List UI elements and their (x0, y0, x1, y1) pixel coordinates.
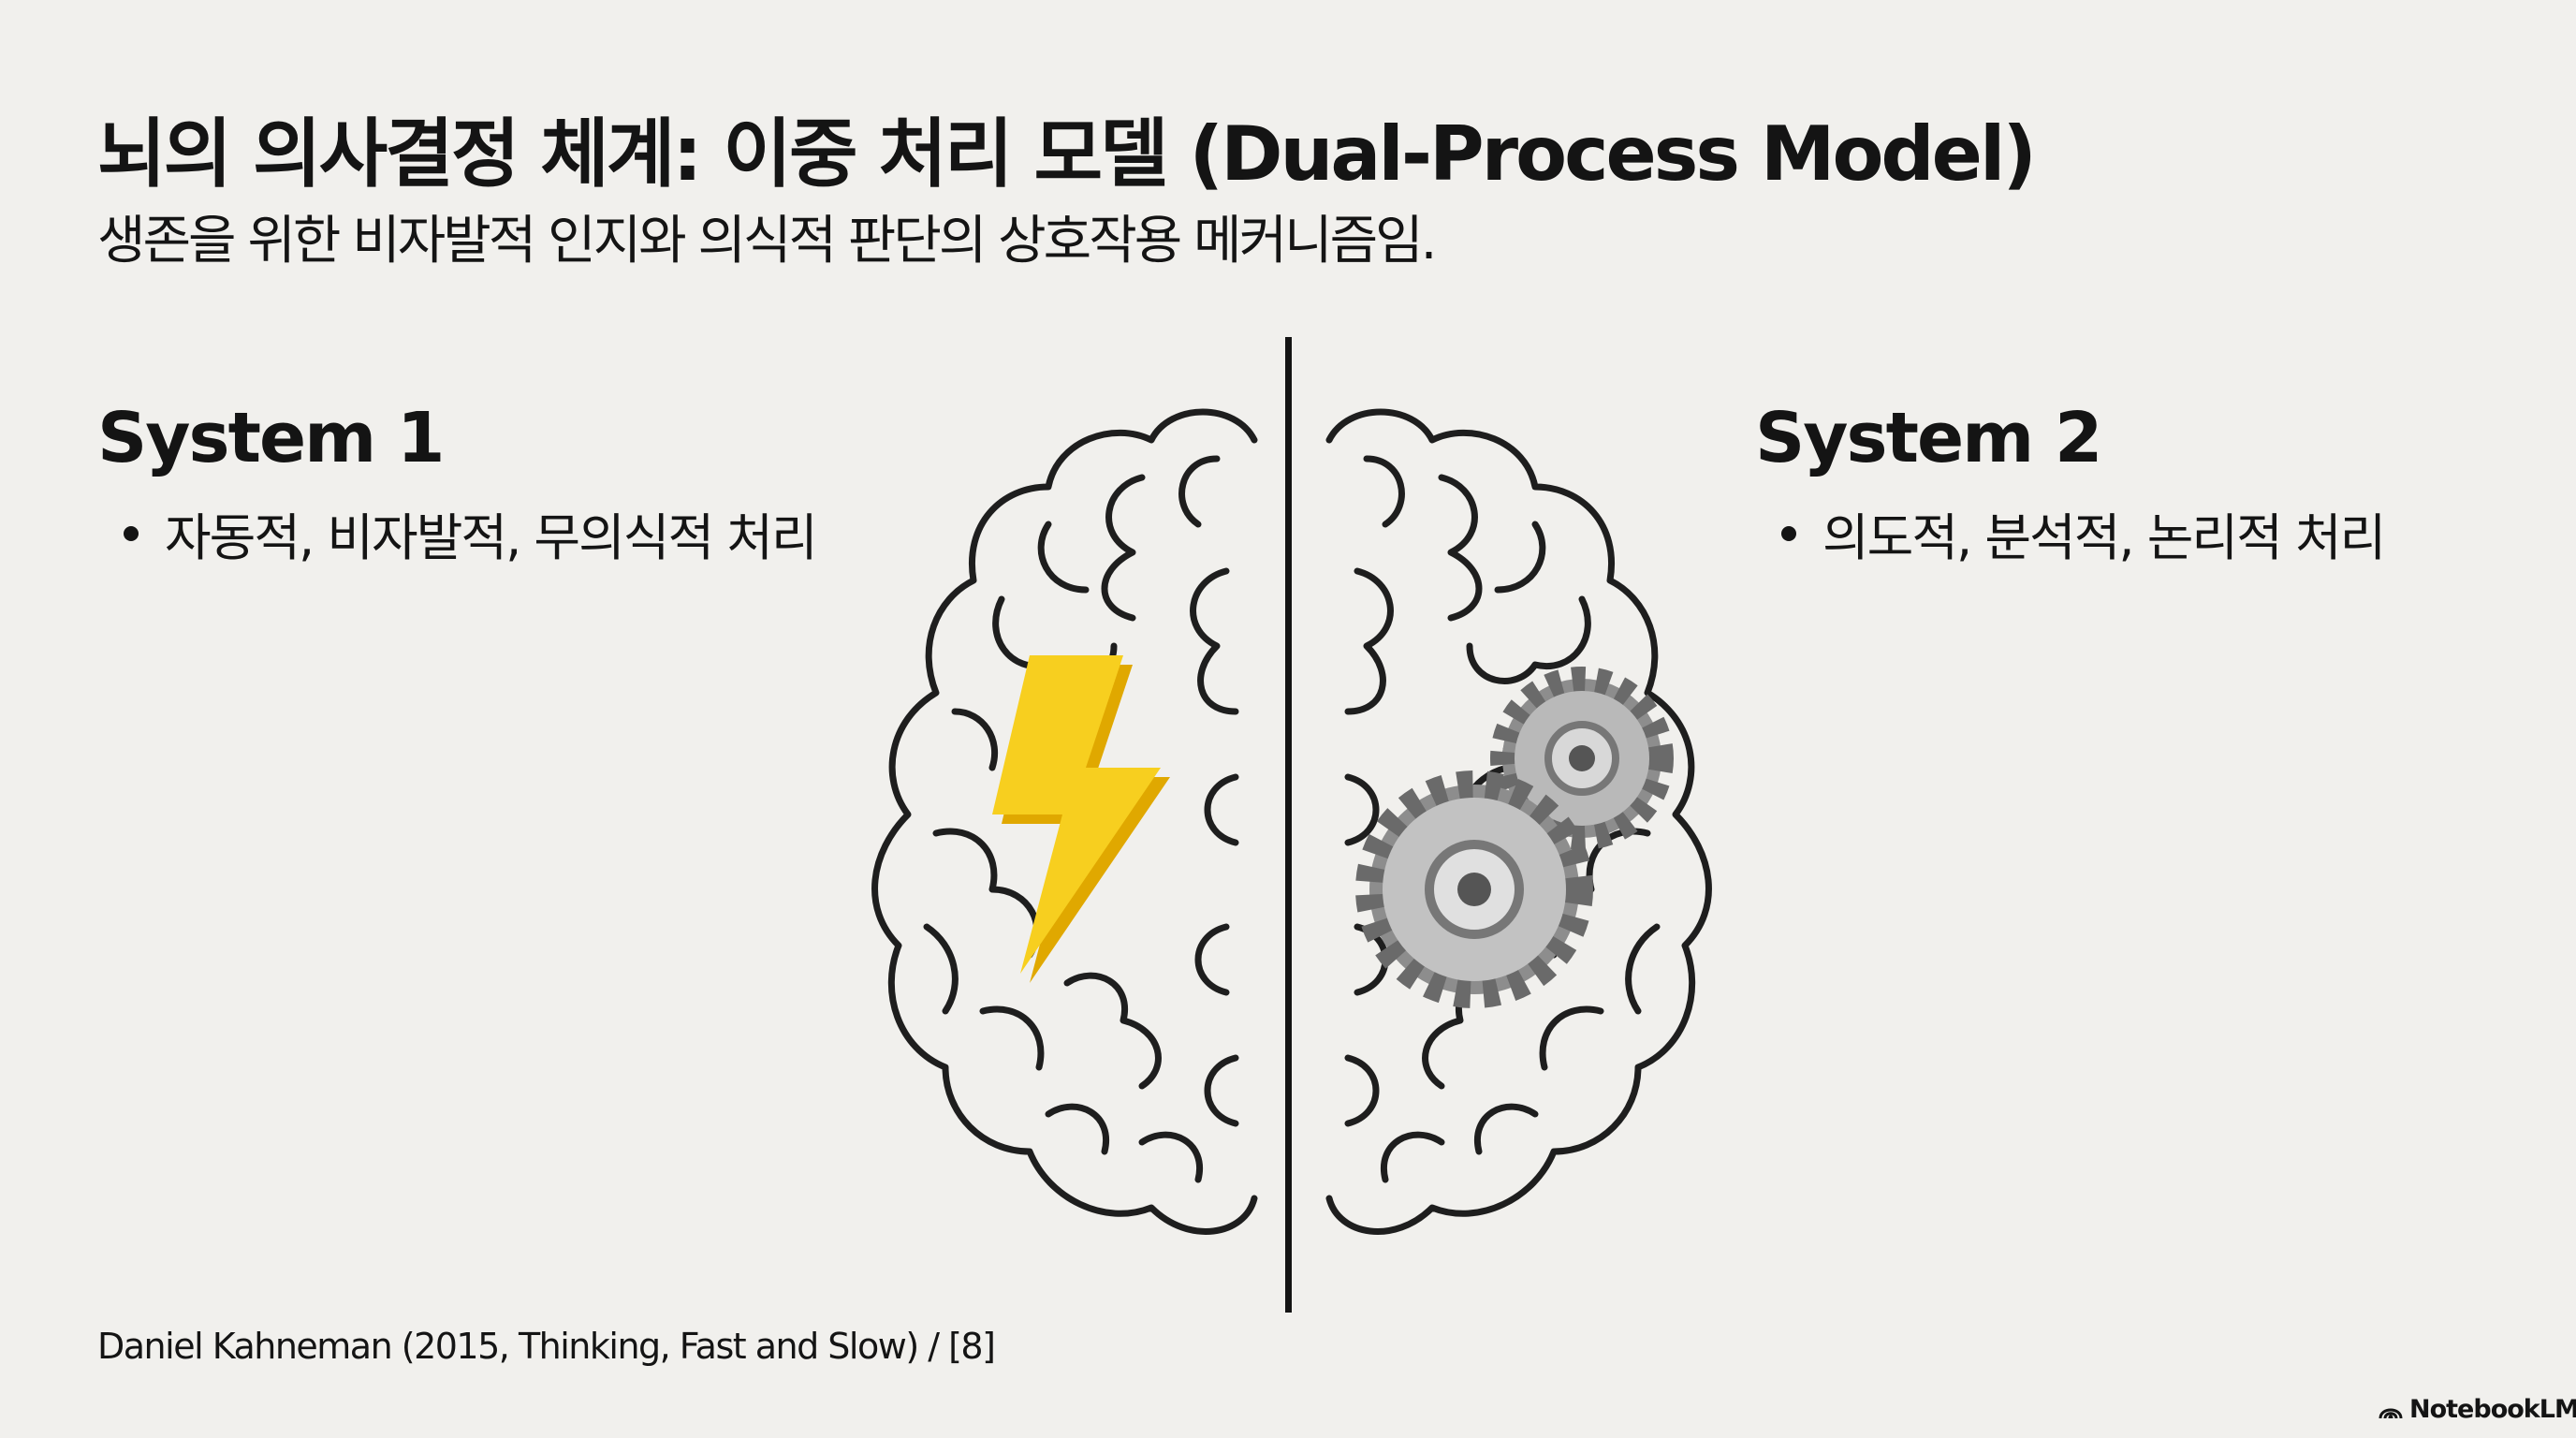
system1-bullet-text: 자동적, 비자발적, 무의식적 처리 (165, 508, 818, 567)
system2-bullet: 의도적, 분석적, 논리적 처리 (1781, 496, 2386, 570)
system1-title: System 1 (97, 398, 446, 478)
system1-bullet: 자동적, 비자발적, 무의식적 처리 (124, 496, 818, 570)
center-divider (1285, 337, 1292, 1313)
system2-bullet-text: 의도적, 분석적, 논리적 처리 (1822, 508, 2386, 567)
notebooklm-icon (2378, 1408, 2403, 1418)
page-subtitle: 생존을 위한 비자발적 인지와 의식적 판단의 상호작용 메커니즘임. (97, 211, 1437, 271)
logo-text: NotebookLM (2409, 1395, 2576, 1424)
notebooklm-logo: NotebookLM (2378, 1395, 2576, 1424)
brain-left-hemisphere-icon (871, 408, 1258, 1235)
citation: Daniel Kahneman (2015, Thinking, Fast an… (97, 1326, 996, 1367)
bullet-dot-icon (124, 525, 139, 541)
gears-icon (1355, 667, 1674, 1008)
brain-right-hemisphere-icon (1325, 408, 1712, 1235)
bullet-dot-icon (1781, 525, 1796, 541)
system2-title: System 2 (1755, 398, 2103, 478)
lightning-bolt-icon (992, 655, 1170, 983)
page-title: 뇌의 의사결정 체계: 이중 처리 모델 (Dual-Process Model… (97, 110, 2037, 198)
